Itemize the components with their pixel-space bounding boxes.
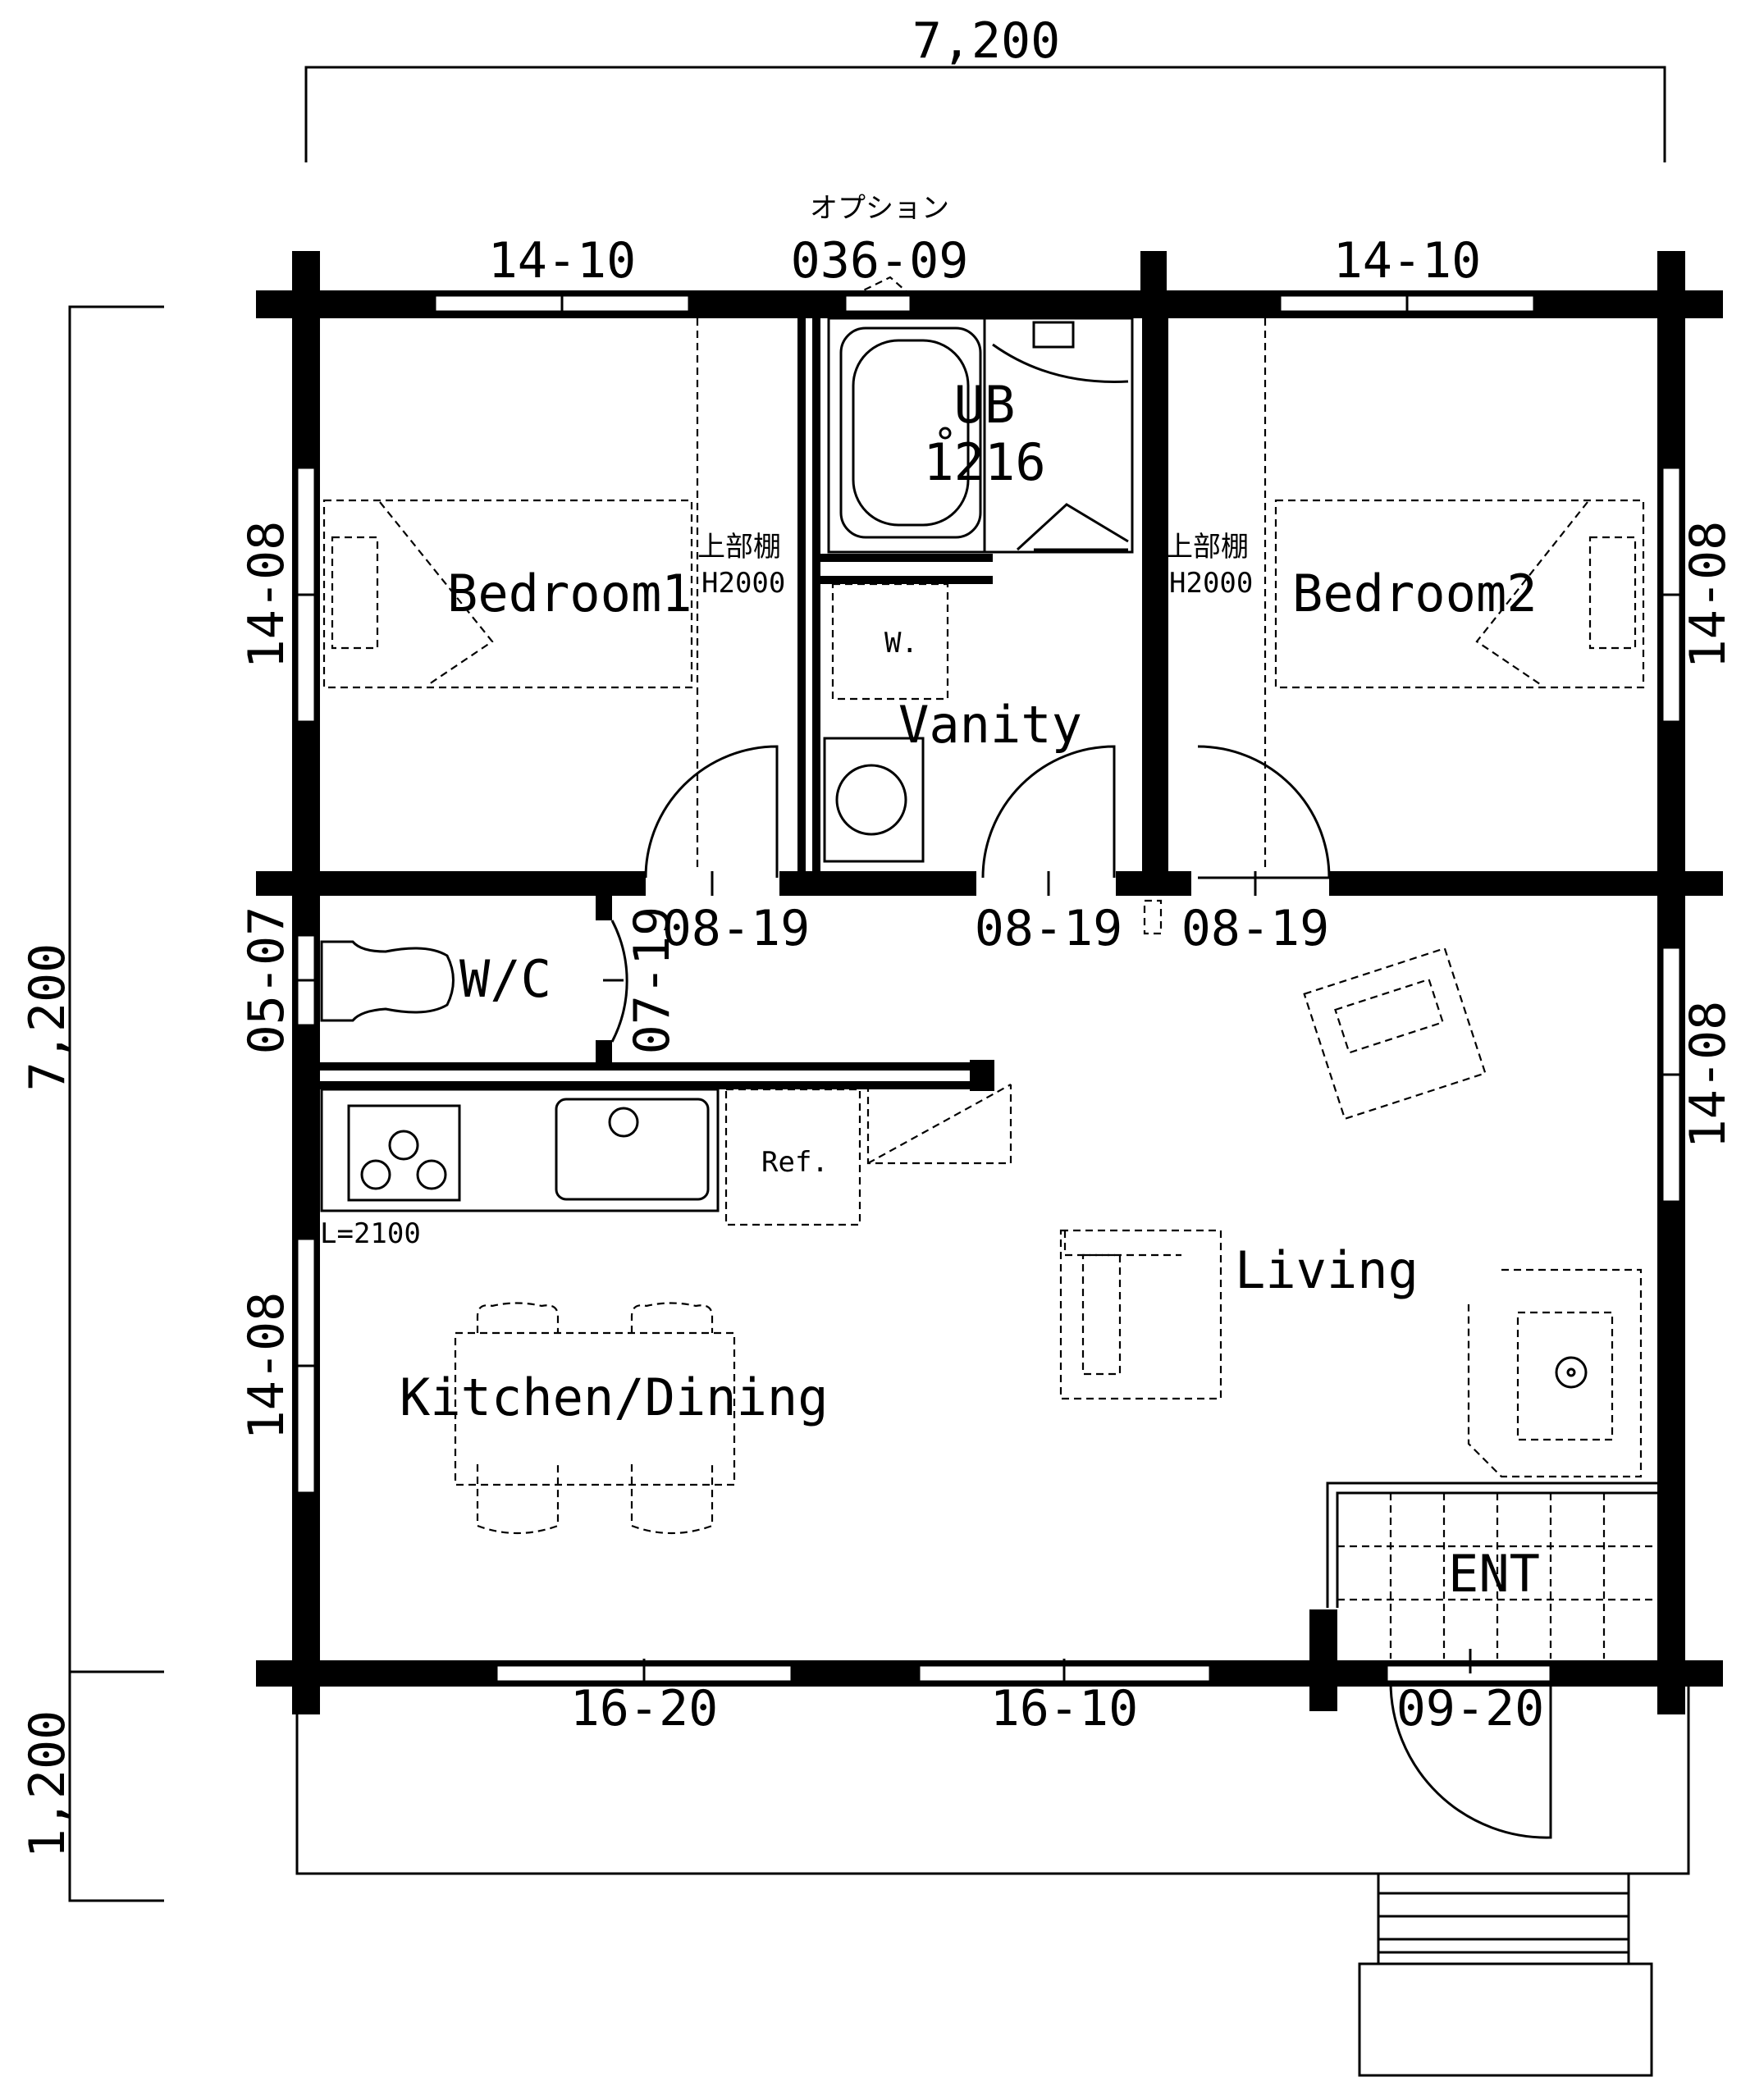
overall-depth-label: 7,200 [19,943,76,1092]
door-label-bedroom2: 08-19 [1181,900,1330,957]
toilet-fixture [320,940,455,1022]
dimension-lines [68,66,1666,1902]
window-label-bedroom1: 14-08 [238,521,295,669]
door-label-entrance: 09-20 [1396,1680,1545,1737]
window-label-top-left: 14-10 [488,232,637,290]
exterior-windows [294,276,1685,1687]
window-label-living-right: 14-08 [1679,1001,1737,1149]
living-furniture [1059,947,1643,1478]
interior-walls [256,308,1723,1091]
kitchen-counter [320,1084,1012,1226]
vanity-area [823,582,949,863]
shelf-height-left: H2000 [701,567,785,600]
shelf-height-right: H2000 [1169,567,1253,600]
deck-depth-label: 1,200 [19,1710,76,1859]
room-label-entrance: ENT [1448,1544,1540,1604]
bedroom2-furniture [1263,318,1645,871]
shelf-label-right: 上部棚 [1165,531,1249,564]
window-label-bottom-left: 16-20 [570,1680,719,1737]
window-label-bedroom2: 14-08 [1679,521,1737,669]
room-label-bedroom1: Bedroom1 [447,564,692,623]
unit-bath-size-label: 1216 [923,432,1045,492]
room-label-kitchen-dining: Kitchen/Dining [400,1367,829,1427]
entrance-opening [1385,1664,1552,1683]
room-label-toilet: W/C [459,949,551,1009]
room-label-bedroom2: Bedroom2 [1292,564,1538,623]
room-label-unit-bath: UB [954,375,1016,435]
dining-set [454,1302,736,1535]
bedroom1-furniture [322,318,699,871]
window-bath [843,294,912,313]
overall-width-label: 7,200 [912,12,1061,70]
door-label-bedroom1: 08-19 [662,900,811,957]
washer-label: W. [884,627,918,660]
window-label-bottom-middle: 16-10 [990,1680,1139,1737]
deck [295,1673,1690,2077]
counter-length-label: L=2100 [320,1217,421,1250]
shelf-label-left: 上部棚 [697,531,781,564]
door-label-vanity: 08-19 [975,900,1123,957]
bath-window-option-label: オプション [810,192,949,225]
room-label-vanity: Vanity [898,695,1082,755]
entrance-tiles [1326,1481,1659,1659]
window-label-top-right: 14-10 [1333,232,1482,290]
window-label-dining-left: 14-08 [238,1292,295,1440]
unit-bath [827,317,1134,554]
room-label-living: Living [1235,1240,1419,1300]
doors [610,745,1552,1839]
opening-ticks [603,871,1257,982]
window-label-bath: 036-09 [791,232,969,290]
refrigerator-label: Ref. [761,1146,829,1179]
window-label-toilet: 05-07 [238,906,295,1055]
door-label-toilet: 07-19 [624,906,681,1055]
